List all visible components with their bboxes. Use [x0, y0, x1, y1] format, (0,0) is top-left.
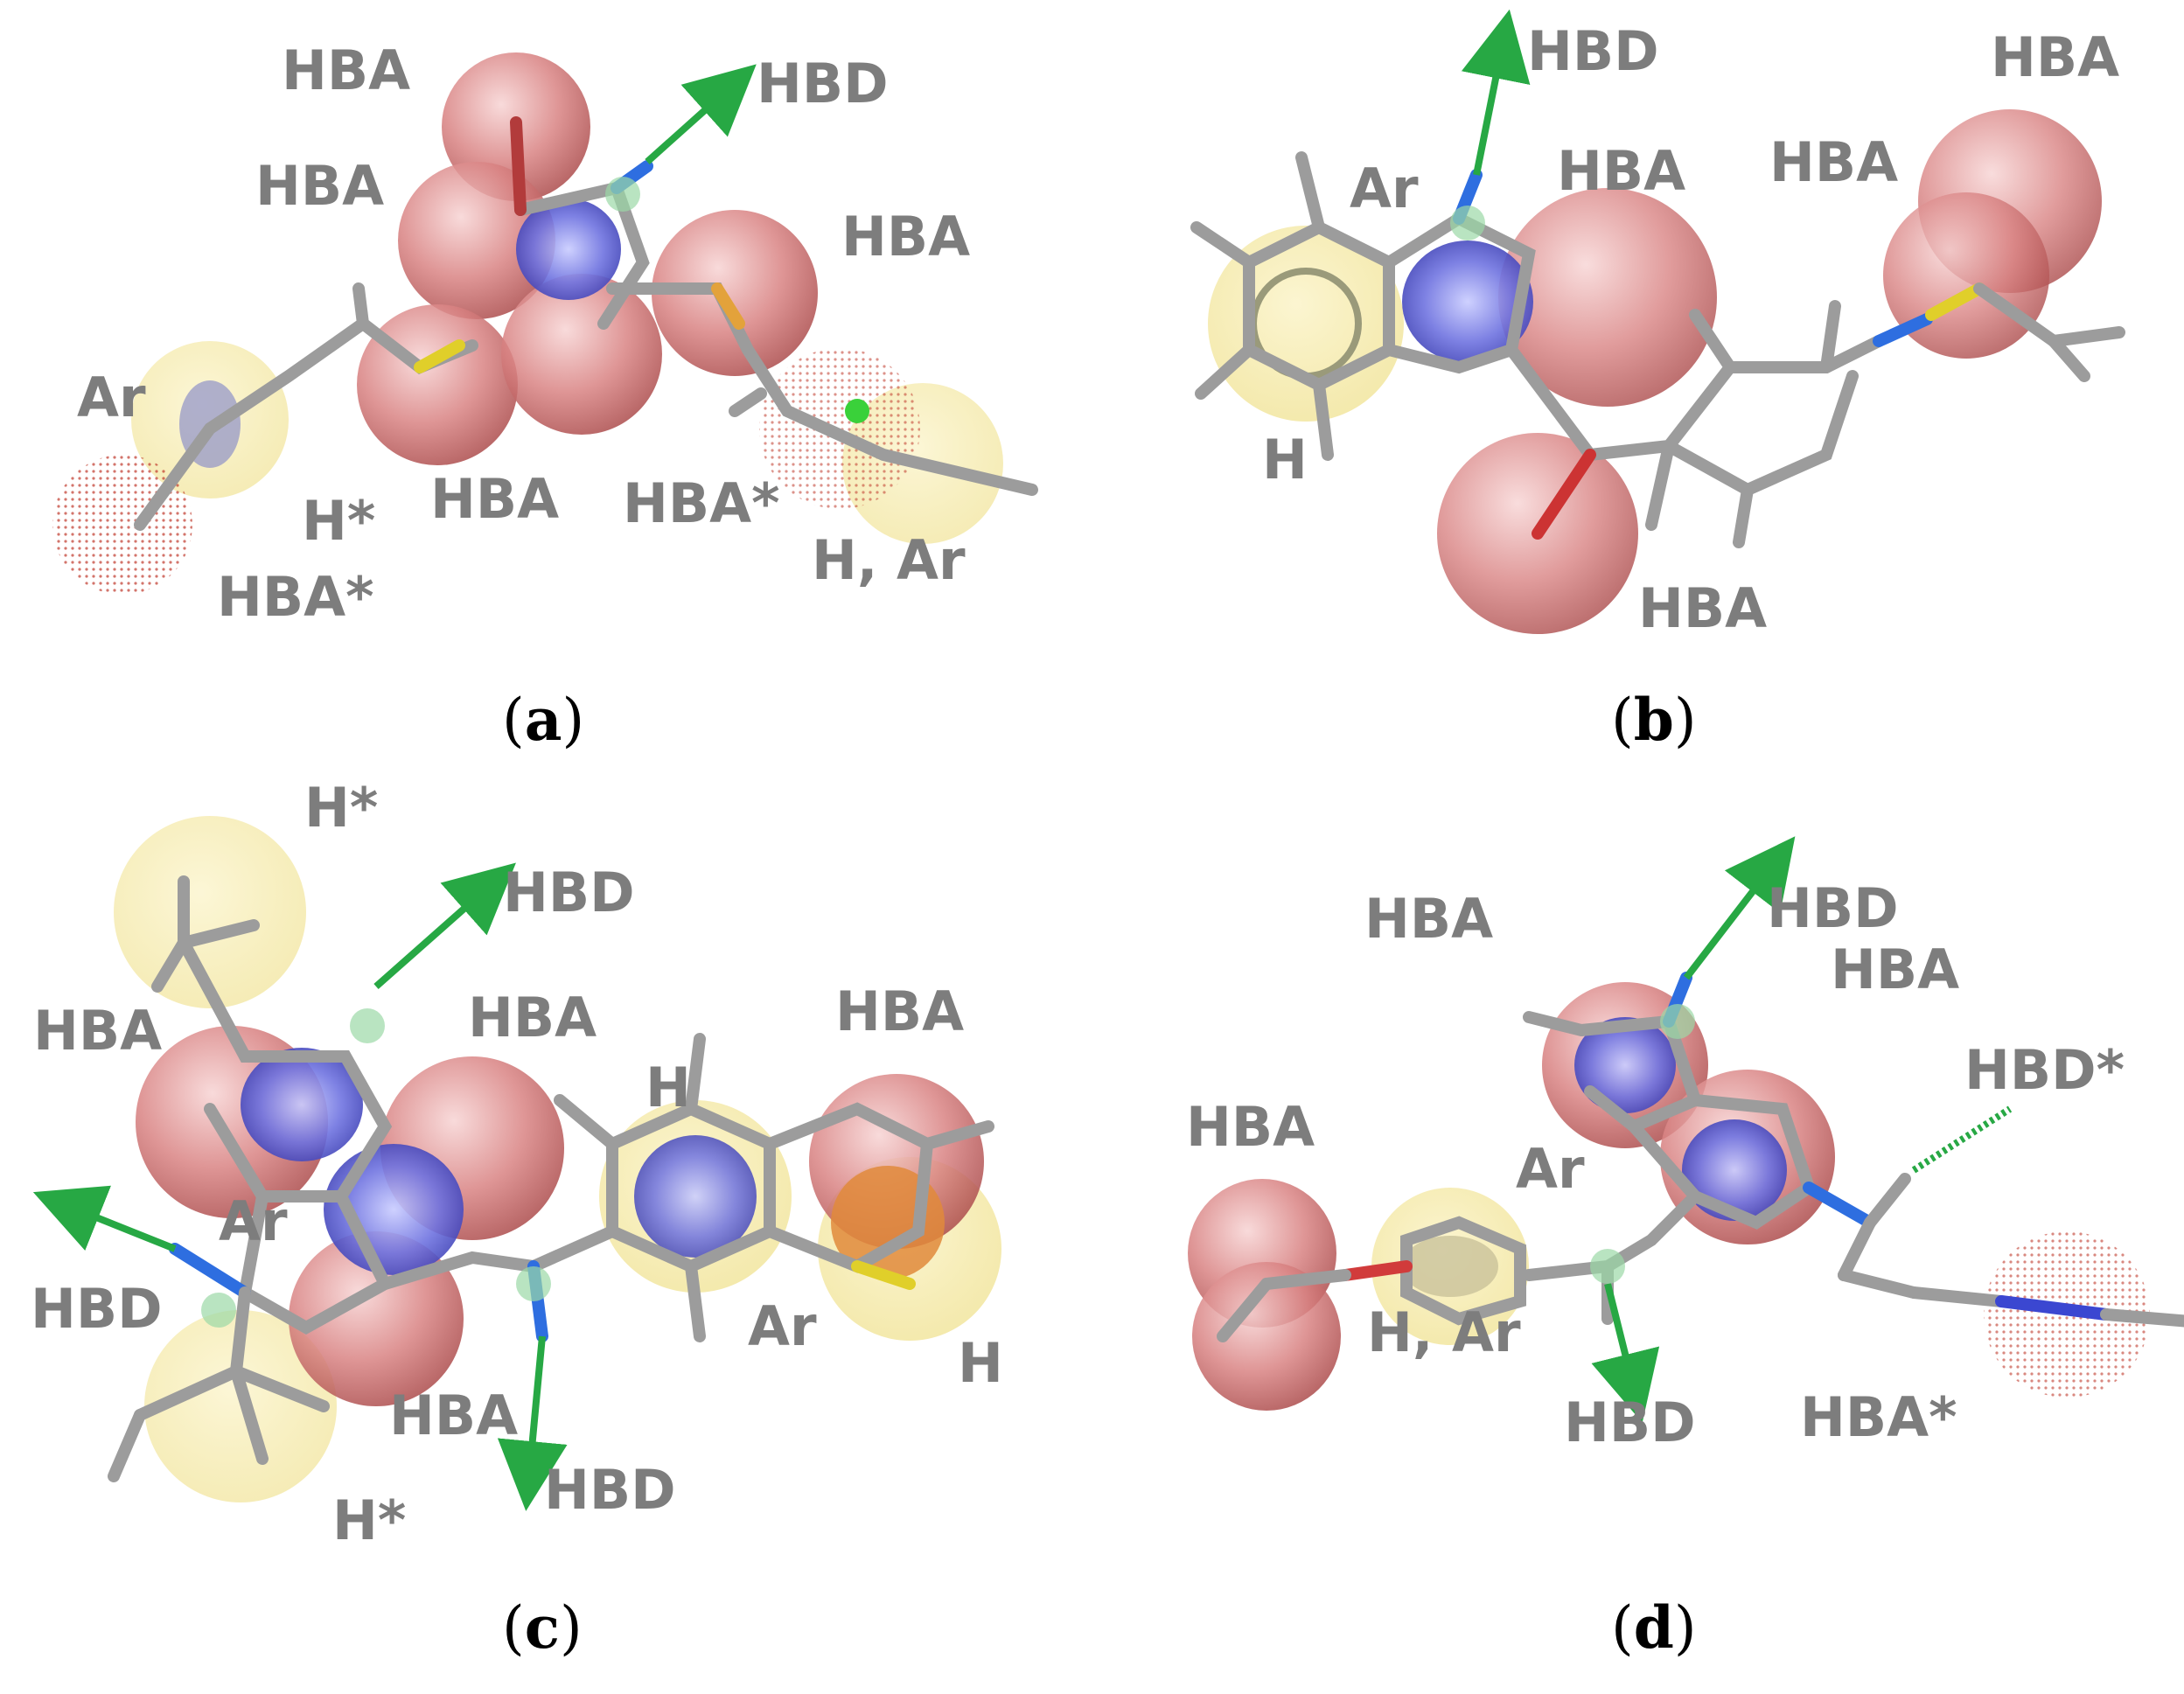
feature-label: HBA: [1638, 576, 1768, 640]
optional-donor-arrow: [1911, 1105, 2013, 1174]
feature-label: H: [958, 1331, 1003, 1395]
panel-caption: (d): [1611, 1593, 1697, 1662]
aromatic-ring: [1402, 241, 1533, 363]
feature-label: HBD: [544, 1458, 676, 1522]
donor-point: [1450, 206, 1485, 241]
feature-label: HBA*: [1800, 1385, 1957, 1449]
acceptor-sphere: [652, 210, 818, 376]
feature-label: HBD: [31, 1277, 163, 1341]
panel-a: HBA HBD HBA HBA Ar H* HBA* HBA HBA* H, A…: [0, 0, 1092, 847]
acceptor-sphere: [357, 304, 518, 465]
feature-label: HBA: [430, 467, 560, 531]
molecule-b: [1190, 9, 2125, 634]
feature-label: Ar: [77, 366, 146, 429]
acceptor-sphere: [1498, 188, 1717, 407]
optional-acceptor-sphere: [52, 455, 192, 595]
feature-label: H*: [332, 1488, 407, 1552]
feature-label: HBD: [1527, 19, 1659, 83]
aromatic-ring: [1574, 1017, 1676, 1113]
feature-label: HBA*: [217, 565, 374, 629]
feature-label: HBD: [503, 861, 635, 924]
feature-label: HBA: [33, 999, 163, 1063]
feature-label: HBA: [1831, 938, 1960, 1001]
donor-arrow: [497, 1335, 568, 1511]
acceptor-sphere: [1192, 1262, 1341, 1411]
hydrophobe-sphere: [114, 816, 306, 1008]
feature-label: HBA: [1186, 1095, 1315, 1159]
panel-c: H* HBD HBA HBA HBA H Ar HBD HBA HBD Ar H…: [0, 781, 1092, 1693]
feature-label: H*: [302, 489, 376, 553]
feature-label: HBA: [389, 1384, 519, 1447]
feature-label: H*: [304, 776, 379, 840]
molecule-c: [32, 816, 1001, 1511]
feature-label: HBA: [1364, 887, 1494, 951]
feature-label: H: [645, 1056, 691, 1119]
molecule-a: [52, 52, 1038, 595]
feature-label: HBD*: [1964, 1038, 2125, 1102]
aromatic-ring: [516, 199, 621, 300]
donor-point: [350, 1008, 385, 1043]
donor-point: [605, 177, 640, 212]
feature-label: HBA: [468, 986, 597, 1049]
feature-label: HBA: [282, 38, 411, 102]
donor-arrow: [1591, 1283, 1660, 1423]
donor-point: [516, 1266, 551, 1301]
panel-d: HBD HBA HBA HBD* HBA Ar H, Ar HBD HBA* (…: [1092, 836, 2184, 1693]
donor-point: [201, 1293, 236, 1328]
donor-point: [1660, 1004, 1695, 1039]
donor-arrow: [373, 862, 516, 989]
feature-label: H, Ar: [1367, 1300, 1521, 1364]
panel-b: HBD HBA Ar HBA HBA H HBA (b): [1092, 0, 2183, 847]
donor-point: [1590, 1249, 1625, 1284]
feature-label: HBA: [1991, 25, 2120, 89]
feature-label: HBD: [1767, 876, 1899, 940]
feature-label: Ar: [748, 1294, 817, 1358]
donor-arrow: [1683, 836, 1796, 980]
aromatic-ring: [1402, 1236, 1498, 1297]
molecule-d: [1188, 836, 2184, 1423]
feature-label: HBA*: [623, 471, 780, 535]
feature-label: HBD: [757, 52, 889, 115]
feature-label: Ar: [1516, 1137, 1585, 1201]
donor-arrow: [32, 1185, 177, 1252]
donor-arrow: [645, 64, 757, 164]
panel-caption: (a): [502, 686, 585, 754]
aromatic-ring: [634, 1135, 757, 1258]
feature-label: H: [1262, 428, 1308, 491]
acceptor-sphere: [501, 274, 662, 435]
feature-label: Ar: [219, 1189, 288, 1253]
aromatic-ring: [241, 1048, 363, 1161]
panel-caption: (c): [502, 1593, 583, 1662]
feature-label: HBD: [1564, 1391, 1696, 1454]
feature-label: HBA: [1769, 130, 1899, 194]
halogen-atom: [845, 399, 869, 423]
feature-label: HBA: [841, 205, 971, 268]
panel-caption: (b): [1611, 686, 1697, 754]
feature-label: HBA: [255, 154, 385, 218]
feature-label: HBA: [1557, 139, 1686, 203]
feature-label: H, Ar: [812, 528, 966, 592]
feature-label: Ar: [1350, 157, 1419, 220]
feature-label: HBA: [835, 979, 965, 1043]
donor-arrow: [1461, 9, 1531, 176]
